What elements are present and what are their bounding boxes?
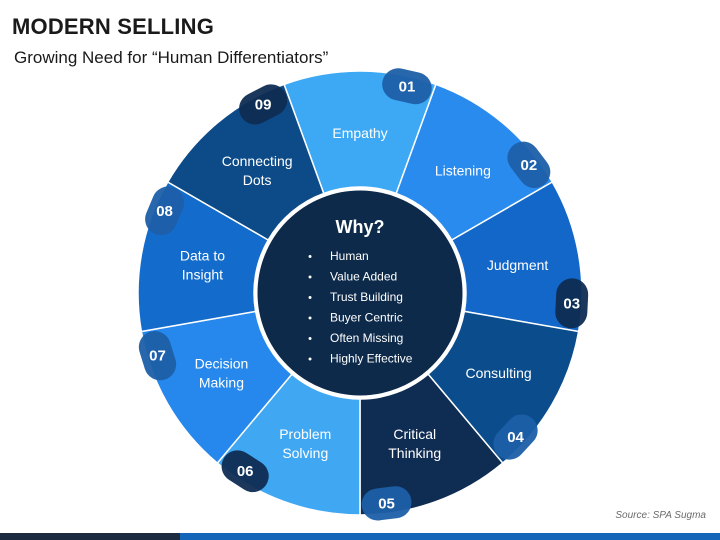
- wheel-segment: [166, 83, 325, 242]
- segment-number-badge: 05: [361, 486, 412, 521]
- center-bullet-item: Often Missing: [330, 331, 403, 345]
- segment-label: Judgment: [487, 257, 549, 273]
- bullet-icon: •: [308, 292, 312, 304]
- bottom-accent-bar: [0, 533, 720, 540]
- center-heading: Why?: [336, 217, 385, 237]
- page-title: MODERN SELLING: [12, 14, 215, 39]
- segment-number: 05: [378, 495, 395, 512]
- segment-number-badge: 04: [493, 414, 538, 460]
- source-credit: Source: SPA Sugma: [615, 510, 706, 521]
- segment-number: 02: [521, 157, 538, 174]
- center-bullet-item: Buyer Centric: [330, 311, 403, 325]
- center-hub: [254, 187, 466, 399]
- bullet-icon: •: [308, 333, 312, 345]
- segment-number-badge: 03: [555, 278, 589, 329]
- segment-number-badge: 01: [382, 68, 432, 105]
- bullet-icon: •: [308, 251, 312, 263]
- segment-number-badge: 02: [507, 141, 551, 188]
- center-bullet-item: Trust Building: [330, 290, 403, 304]
- segment-number-badge: 09: [239, 84, 288, 125]
- segment-number: 08: [156, 203, 173, 220]
- segment-label: Listening: [435, 162, 491, 178]
- segment-number: 07: [149, 348, 166, 365]
- bullet-icon: •: [308, 354, 312, 366]
- center-bullet-item: Value Added: [330, 270, 397, 284]
- segment-number: 03: [563, 295, 580, 312]
- segment-number-badge: 06: [221, 450, 269, 493]
- center-bullet-item: Human: [330, 249, 369, 263]
- bullet-icon: •: [308, 313, 312, 325]
- segment-label: Consulting: [465, 365, 531, 381]
- segment-number: 01: [399, 78, 416, 95]
- segment-number: 06: [237, 463, 254, 480]
- segment-number: 04: [507, 429, 524, 446]
- segment-number-badge: 08: [145, 186, 185, 236]
- bullet-icon: •: [308, 272, 312, 284]
- segment-number: 09: [255, 96, 272, 113]
- segment-number-badge: 07: [138, 331, 177, 381]
- center-bullet-item: Highly Effective: [330, 352, 413, 366]
- segment-label: Empathy: [332, 125, 387, 141]
- page-subtitle: Growing Need for “Human Differentiators”: [14, 48, 329, 67]
